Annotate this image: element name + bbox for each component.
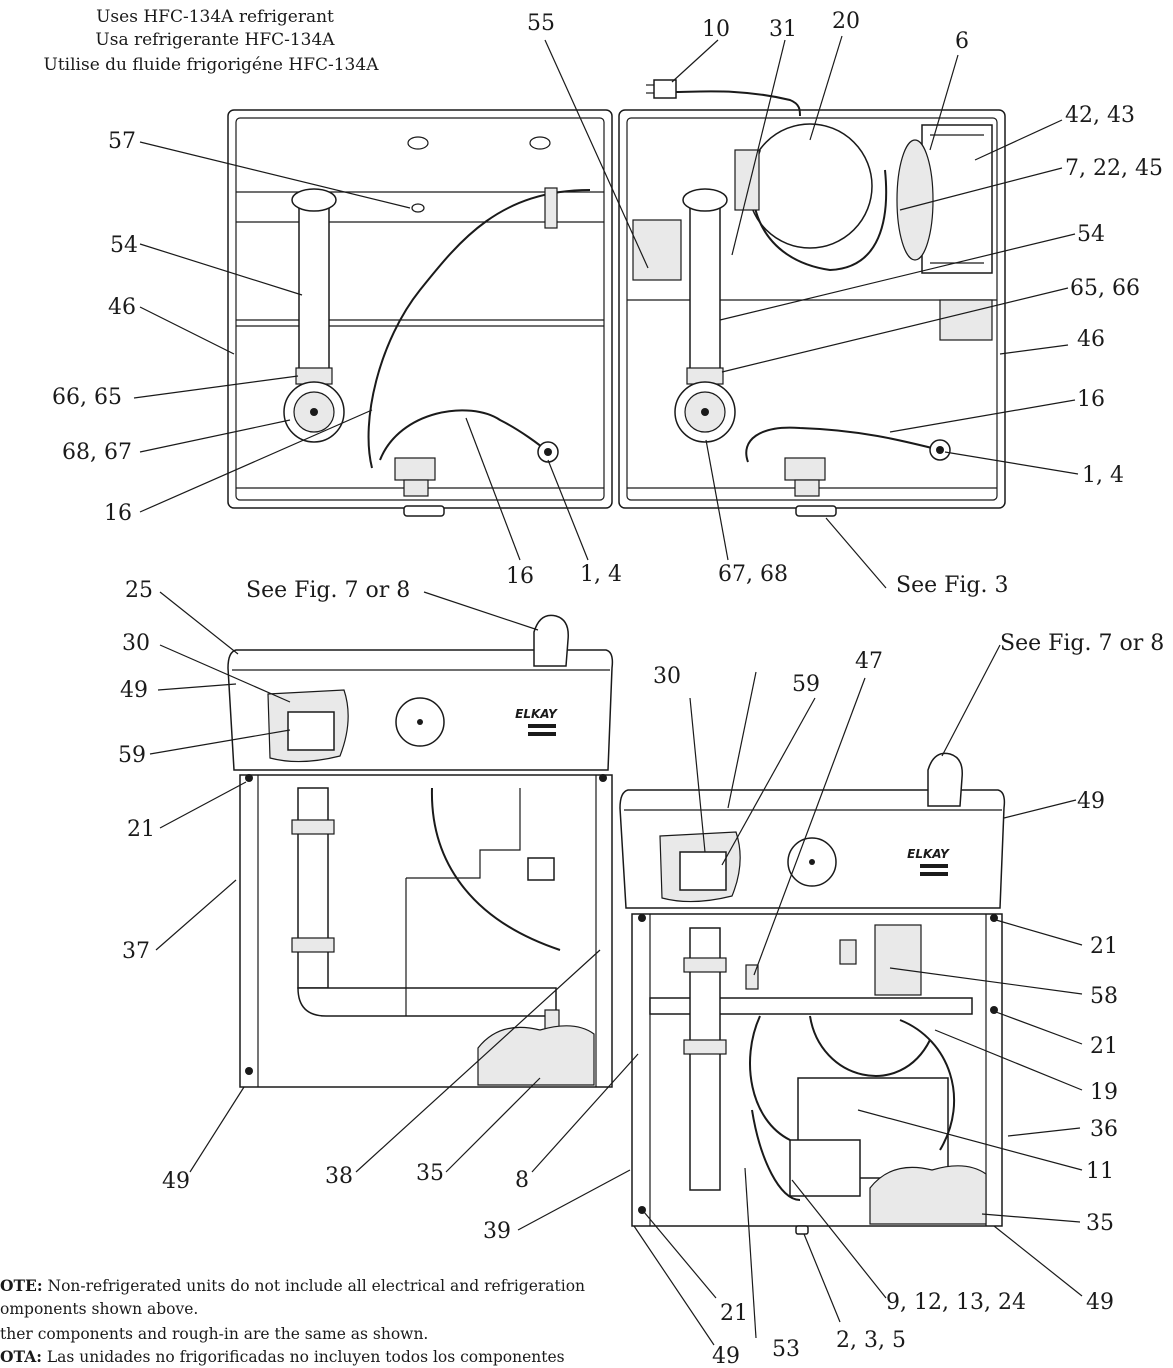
callout-label: 54 (1077, 222, 1105, 247)
callout-label: 20 (832, 9, 860, 34)
leader-lines (133, 35, 1083, 1346)
bottom-right-unit-drawing: ELKAY (619, 752, 1006, 1235)
callout-label: 19 (1090, 1080, 1118, 1105)
callout-label: 9, 12, 13, 24 (886, 1290, 1026, 1315)
callout-label: See Fig. 3 (896, 573, 1008, 598)
callout-label: 68, 67 (62, 440, 132, 465)
callout-label: 2, 3, 5 (836, 1328, 906, 1353)
header-line-1: Uses HFC-134A refrigerant (96, 7, 334, 27)
nota-label: OTA: (0, 1347, 42, 1366)
callout-label: 42, 43 (1065, 103, 1135, 128)
callout-label: 21 (1090, 1034, 1118, 1059)
callout-label: 46 (1077, 327, 1105, 352)
callout-label: See Fig. 7 or 8 (246, 578, 410, 603)
top-right-unit-drawing (618, 79, 1006, 517)
logo-text-right: ELKAY (907, 847, 950, 861)
callout-label: 21 (1090, 934, 1118, 959)
callout-label: 53 (772, 1337, 800, 1362)
callout-label: 1, 4 (580, 562, 622, 587)
callout-label: 30 (653, 664, 681, 689)
nota-line: OTA: Las unidades no frigorificadas no i… (0, 1347, 565, 1366)
callout-label: 35 (416, 1161, 444, 1186)
callout-label: 35 (1086, 1211, 1114, 1236)
callout-label: 16 (104, 501, 132, 526)
note-label: OTE: (0, 1276, 43, 1295)
callout-label: 49 (162, 1169, 190, 1194)
callout-label: 55 (527, 11, 555, 36)
callout-label: 25 (125, 578, 153, 603)
callout-label: 49 (712, 1344, 740, 1368)
refrigerant-header: Uses HFC-134A refrigerant Usa refrigeran… (44, 7, 380, 75)
callout-label: 8 (515, 1168, 529, 1193)
callout-label: 47 (855, 649, 883, 674)
callout-label: 67, 68 (718, 562, 788, 587)
callout-label: 54 (110, 233, 138, 258)
callout-label: 66, 65 (52, 385, 122, 410)
callout-label: 49 (120, 678, 148, 703)
callout-label: 16 (506, 564, 534, 589)
callout-label: 57 (108, 129, 136, 154)
callout-labels: 55 10 31 20 6 42, 43 7, 22, 45 54 65, 66… (52, 9, 1164, 1368)
callout-label: 59 (118, 743, 146, 768)
nota-text: Las unidades no frigorificadas no incluy… (42, 1348, 565, 1366)
callout-label: 21 (127, 817, 155, 842)
note-text: Non-refrigerated units do not include al… (43, 1277, 585, 1295)
callout-label: 49 (1077, 789, 1105, 814)
footnotes: OTE: Non-refrigerated units do not inclu… (0, 1276, 585, 1366)
callout-label: 6 (955, 29, 969, 54)
header-line-3: Utilise du fluide frigorigéne HFC-134A (44, 55, 380, 75)
callout-label: 58 (1090, 984, 1118, 1009)
callout-label: 10 (702, 17, 730, 42)
note-line-2: omponents shown above. (0, 1300, 198, 1318)
bottom-left-unit-drawing: ELKAY (227, 614, 614, 1088)
callout-label: 65, 66 (1070, 276, 1140, 301)
top-left-unit-drawing (227, 109, 613, 517)
callout-label: 46 (108, 295, 136, 320)
callout-label: 1, 4 (1082, 463, 1124, 488)
logo-text-left: ELKAY (515, 707, 558, 721)
callout-label: 37 (122, 939, 150, 964)
callout-label: 38 (325, 1164, 353, 1189)
note-line-1: OTE: Non-refrigerated units do not inclu… (0, 1276, 585, 1295)
note-line-3: ther components and rough-in are the sam… (0, 1325, 428, 1343)
callout-label: 30 (122, 631, 150, 656)
callout-label: 36 (1090, 1117, 1118, 1142)
callout-label: 49 (1086, 1290, 1114, 1315)
callout-label: See Fig. 7 or 8 (1000, 631, 1164, 656)
callout-label: 59 (792, 672, 820, 697)
callout-label: 7, 22, 45 (1065, 156, 1163, 181)
callout-label: 11 (1086, 1159, 1114, 1184)
header-line-2: Usa refrigerante HFC-134A (95, 30, 335, 50)
callout-label: 39 (483, 1219, 511, 1244)
callout-label: 21 (720, 1301, 748, 1326)
callout-label: 16 (1077, 387, 1105, 412)
callout-label: 31 (769, 17, 797, 42)
